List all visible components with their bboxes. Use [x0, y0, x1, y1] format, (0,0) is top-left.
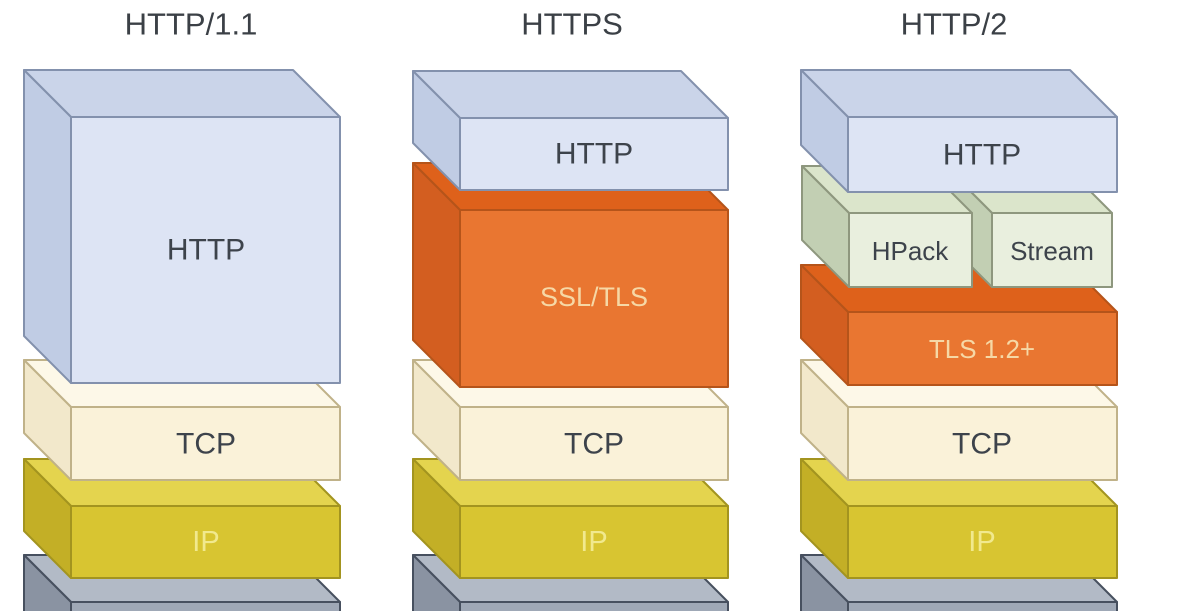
http2-http-box-top-face	[800, 69, 1118, 118]
https-http-label: HTTP	[555, 138, 633, 171]
https-http-box: HTTP	[412, 70, 729, 191]
http2-http-label: HTTP	[943, 139, 1021, 172]
http2-http-box: HTTP	[800, 69, 1118, 193]
https-ip-box-front-face	[459, 505, 729, 579]
https-http-box-top-face	[412, 70, 729, 119]
column-http11: HTTP/1.1 IP TCP HTTP	[23, 7, 341, 611]
http11-http-box-left-face	[23, 69, 72, 384]
http11-http-label: HTTP	[167, 234, 245, 267]
http11-ip-label: IP	[192, 526, 219, 558]
column-https: HTTPS IP TCP SSL/TLS	[412, 7, 729, 611]
column-title-http11: HTTP/1.1	[125, 7, 258, 42]
http2-tcp-box-front-face	[847, 406, 1118, 481]
https-ip-label: IP	[580, 526, 607, 558]
http11-ip-box-front-face	[70, 505, 341, 579]
http2-stream-label: Stream	[1010, 236, 1094, 266]
https-link-box-front-face	[459, 601, 729, 611]
column-http2: HTTP/2 IP TCP TLS 1.2+	[800, 7, 1118, 611]
http2-ip-box-front-face	[847, 505, 1118, 579]
https-ssltls-label: SSL/TLS	[540, 282, 648, 312]
http11-link-box-front-face	[70, 601, 341, 611]
http2-hpack-box-front-face	[848, 212, 973, 288]
http2-http-box-front-face	[847, 116, 1118, 193]
https-ssltls-box: SSL/TLS	[412, 162, 729, 388]
http2-tcp-label: TCP	[952, 428, 1012, 461]
http2-link-box-front-face	[847, 601, 1118, 611]
http11-tcp-box-front-face	[70, 406, 341, 481]
http2-stream-box-front-face	[991, 212, 1113, 288]
http11-tcp-label: TCP	[176, 428, 236, 461]
https-tcp-box-front-face	[459, 406, 729, 481]
http2-hpack-label: HPack	[872, 236, 950, 266]
https-tcp-label: TCP	[564, 428, 624, 461]
http2-tls-label: TLS 1.2+	[929, 334, 1035, 364]
http2-tls-box-front-face	[847, 311, 1118, 386]
column-title-https: HTTPS	[521, 7, 623, 42]
http2-ip-box: IP	[800, 458, 1118, 579]
https-link-box-left-face	[412, 554, 461, 611]
http11-http-box: HTTP	[23, 69, 341, 384]
https-ssltls-box-front-face	[459, 209, 729, 388]
http2-link-box-left-face	[800, 554, 849, 611]
column-title-http2: HTTP/2	[901, 7, 1008, 42]
http11-http-box-front-face	[70, 116, 341, 384]
https-http-box-front-face	[459, 117, 729, 191]
http11-http-box-top-face	[23, 69, 341, 118]
http2-ip-label: IP	[968, 526, 995, 558]
http11-link-box-left-face	[23, 554, 72, 611]
http11-ip-box: IP	[23, 458, 341, 579]
